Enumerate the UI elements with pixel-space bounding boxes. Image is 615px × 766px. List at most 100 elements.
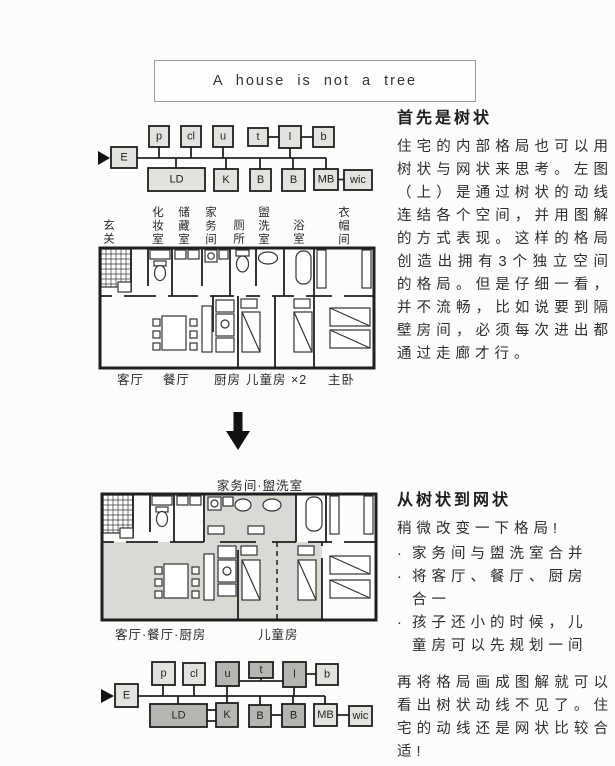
node-ld [149,703,208,728]
node-b1-label: B [256,710,263,722]
node-t-label: t [259,664,262,676]
node-t-label: t [256,131,259,143]
bullet-item: · 家务间与盥洗室合并 [397,543,594,566]
node-l-label: l [289,131,291,143]
section-tree-body: 住宅的内部格局也可以用树状与网状来思考。左图（上）是通过树状的动线连结各个空间，… [397,139,613,362]
floor-plan-network [100,492,378,622]
entry-arrow-icon [98,151,110,165]
node-mb [313,168,339,191]
bullet-marker: · [397,615,407,631]
plan1-label-master: 主卧 [328,373,356,387]
transform-arrow-icon [226,412,250,450]
node-wic [348,705,373,727]
plan1-label-living: 客厅 [117,373,145,387]
node-k-label: K [222,174,230,186]
dining-table [163,563,189,599]
node-b1-label: B [257,174,264,186]
node-ld-label: LD [169,174,183,186]
node-p-label: p [160,668,166,680]
node-p [148,125,170,148]
node-e [114,683,139,708]
node-mb-label: MB [317,709,334,721]
plan2-fixtures [119,495,374,539]
plan1-label-entry: 玄关 [102,219,114,246]
node-mb [313,703,338,727]
plan1-entry-grid [100,248,132,288]
network-diagram-lines [138,673,349,722]
node-l [278,125,302,149]
title-text: A house is not a tree [212,73,418,89]
node-e-label: E [120,152,127,164]
plan2-label-ldk: 客厅·餐厅·厨房 [115,628,207,642]
node-b [315,663,339,686]
node-p-label: p [156,131,162,143]
bullet-text: 将客厅、餐厅、厨房合一 [412,569,588,608]
node-u [215,661,240,687]
node-k [215,702,239,728]
plan2-furniture [154,545,371,601]
section-network: 从树状到网状 稍微改变一下格局! · 家务间与盥洗室合并 · 将客厅、餐厅、厨房… [397,486,613,764]
node-t [248,661,274,679]
node-wic-label: wic [349,174,366,186]
bullet-text: 家务间与盥洗室合并 [412,546,588,562]
plan1-label-powder: 化妆室 [151,206,163,247]
plan2-label-children: 儿童房 [258,628,299,642]
node-cl-label: cl [190,668,198,680]
plan1-label-closet: 衣帽间 [337,206,349,247]
plan2-entry-grid [102,494,134,534]
node-k-label: K [223,709,231,721]
node-b1 [249,168,272,192]
node-b2 [281,703,306,728]
node-k [213,168,239,192]
plan1-label-kitchen: 厨房 [214,373,242,387]
dining-table [161,315,187,351]
plan1-walls [98,246,376,370]
network-diagram-labels: E p cl u t l b LD K B B MB wic [123,664,369,722]
section-tree-heading: 首先是树状 [397,110,493,127]
node-wic [343,169,373,191]
bullet-item: · 将客厅、餐厅、厨房合一 [397,566,594,612]
node-e [110,146,138,169]
plan1-label-toilet: 厕所 [232,219,244,246]
node-mb-label: MB [318,174,335,186]
node-e-label: E [123,690,130,702]
node-wic-label: wic [352,710,369,722]
section-tree: 首先是树状 住宅的内部格局也可以用树状与网状来思考。左图（上）是通过树状的动线连… [397,104,613,366]
plan1-label-storage: 储藏室 [177,206,189,247]
plan2-label-utility-wash: 家务间·盥洗室 [216,479,304,493]
node-b2 [281,168,306,192]
node-l-label: l [293,669,295,681]
tree-diagram-labels: E p cl u t l b LD K B B MB wic [120,131,366,187]
plan1-label-utility: 家务间 [204,206,216,247]
floor-plan-tree [98,246,376,370]
plan1-label-children: 儿童房 ×2 [246,373,308,387]
node-ld [147,167,206,192]
cabinet [201,305,213,353]
node-b1 [248,704,272,728]
plan1-label-bath: 浴室 [292,219,304,246]
network-diagram: E p cl u t l b LD K B B MB wic [101,661,373,728]
plan1-fixtures [117,249,372,293]
node-u-label: u [220,131,226,143]
plan1-label-wash: 盥洗室 [257,206,269,247]
plan2-walls [100,492,378,622]
tree-diagram-lines [137,136,344,181]
bullet-marker: · [397,546,407,562]
plan1-label-dining: 餐厅 [163,373,191,387]
node-t [247,127,269,147]
cabinet [203,553,215,601]
plan1-furniture [152,298,371,353]
node-l [282,661,307,688]
section-network-outro: 再将格局画成图解就可以看出树状动线不见了。住宅的动线还是网状比较合适! [397,675,613,760]
section-network-heading: 从树状到网状 [397,492,512,509]
entry-arrow-icon [101,689,114,703]
node-cl [180,125,202,148]
section-network-intro: 稍微改变一下格局! [397,521,563,537]
bullet-marker: · [397,569,407,585]
bullet-item: · 孩子还小的时候，儿童房可以先规划一间 [397,612,594,658]
node-u-label: u [224,668,230,680]
node-p [151,661,176,686]
node-b2-label: B [290,710,297,722]
title-box: A house is not a tree [154,60,476,102]
